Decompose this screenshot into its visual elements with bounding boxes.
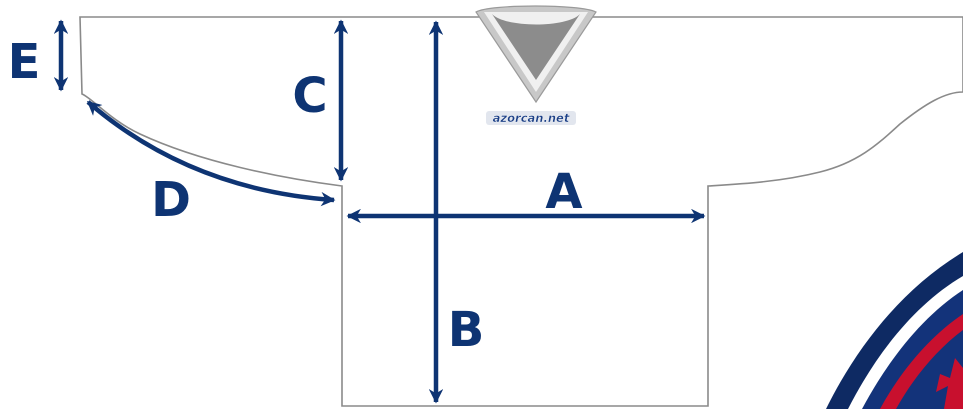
dimension-d-arrow <box>86 100 336 207</box>
collar-inner <box>492 14 580 80</box>
label-d: D <box>151 172 191 228</box>
brand-watermark-backing <box>486 111 576 125</box>
brand-watermark-text: azorcan.net <box>493 111 570 125</box>
brand-watermark: azorcan.net <box>486 111 576 125</box>
maple-leaf-icon <box>936 358 963 409</box>
team-crest-inner <box>862 290 963 409</box>
collar <box>475 5 597 104</box>
label-c: C <box>292 68 327 124</box>
label-e: E <box>8 34 41 90</box>
team-crest <box>826 252 963 409</box>
label-b: B <box>448 302 485 358</box>
team-crest-stripe <box>880 314 963 409</box>
label-a: A <box>545 164 582 220</box>
